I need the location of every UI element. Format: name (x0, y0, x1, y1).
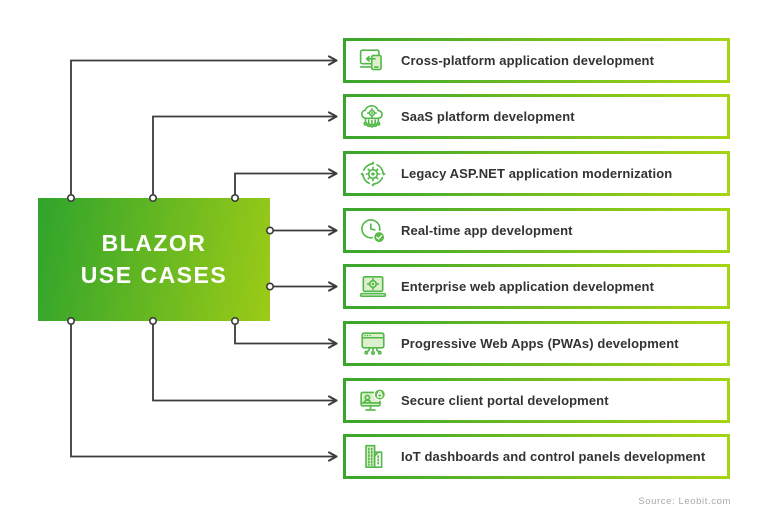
cross-platform-devices-icon (359, 47, 387, 75)
source-attribution: Source: Leobit.com (638, 496, 731, 507)
use-case-label: Progressive Web Apps (PWAs) development (401, 336, 679, 351)
use-case-box: Secure client portal development (343, 378, 730, 423)
use-case-box: IoT dashboards and control panels develo… (343, 434, 730, 479)
use-case-label: Cross-platform application development (401, 53, 655, 68)
hub-title-line2: USE CASES (80, 261, 228, 288)
use-case-box: Real-time app development (343, 208, 730, 253)
realtime-clock-icon (359, 217, 387, 245)
use-case-box: Legacy ASP.NET application modernization (343, 151, 730, 196)
use-case-label: Secure client portal development (401, 393, 609, 408)
secure-portal-lock-icon (359, 387, 387, 415)
use-case-label: SaaS platform development (401, 109, 575, 124)
use-case-label: IoT dashboards and control panels develo… (401, 449, 706, 464)
use-case-box: Progressive Web Apps (PWAs) development (343, 321, 730, 366)
use-case-box: SaaS platform development (343, 94, 730, 139)
enterprise-laptop-icon (359, 273, 387, 301)
pwa-browser-icon (359, 330, 387, 358)
iot-buildings-icon (359, 443, 387, 471)
use-case-label: Enterprise web application development (401, 279, 655, 294)
use-case-box: Enterprise web application development (343, 264, 730, 309)
blazor-hub-box: BLAZOR USE CASES (38, 198, 270, 321)
use-case-label: Legacy ASP.NET application modernization (401, 166, 673, 181)
legacy-modernization-gear-icon (359, 160, 387, 188)
hub-title-line1: BLAZOR (101, 230, 207, 257)
use-case-label: Real-time app development (401, 223, 573, 238)
hub-title: BLAZOR USE CASES (81, 228, 227, 290)
saas-cloud-icon (359, 103, 387, 131)
use-case-box: Cross-platform application development (343, 38, 730, 83)
